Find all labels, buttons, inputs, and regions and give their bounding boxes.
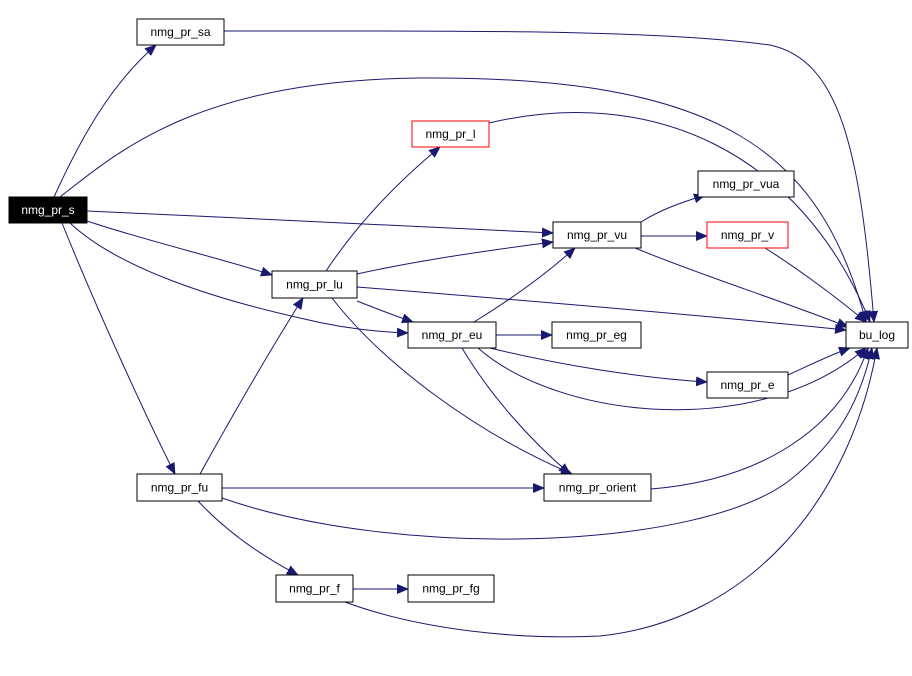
edge-nmg-pr-lu-to-nmg-pr-vu	[356, 238, 554, 275]
node-nmg-pr-s[interactable]: nmg_pr_s	[8, 196, 88, 224]
edge-nmg-pr-vu-to-nmg-pr-vua	[640, 193, 706, 223]
node-box	[706, 221, 789, 249]
node-box	[136, 18, 225, 46]
node-nmg-pr-vua[interactable]: nmg_pr_vua	[697, 170, 795, 198]
node-box	[845, 321, 909, 349]
edge-nmg-pr-s-to-bu-log	[59, 77, 868, 323]
node-box	[551, 321, 642, 349]
node-label: nmg_pr_fg	[422, 582, 479, 596]
node-box	[136, 473, 223, 502]
node-nmg-pr-eu[interactable]: nmg_pr_eu	[407, 321, 497, 349]
edge-nmg-pr-lu-to-bu-log	[356, 286, 847, 334]
edge-nmg-pr-e-to-bu-log	[787, 346, 851, 376]
edge-nmg-pr-lu-to-nmg-pr-orient	[331, 297, 573, 475]
node-label: nmg_pr_sa	[150, 25, 210, 39]
node-label: nmg_pr_e	[720, 378, 774, 392]
edge-nmg-pr-s-to-nmg-pr-vu	[86, 210, 554, 238]
node-label: nmg_pr_l	[425, 127, 475, 141]
node-box	[407, 321, 497, 349]
edge-nmg-pr-v-to-bu-log	[764, 247, 867, 323]
edge-nmg-pr-fu-to-nmg-pr-lu	[199, 297, 304, 475]
edge-nmg-pr-eu-to-nmg-pr-e	[489, 347, 708, 387]
node-nmg-pr-eg[interactable]: nmg_pr_eg	[551, 321, 642, 349]
node-nmg-pr-e[interactable]: nmg_pr_e	[706, 371, 789, 399]
node-box	[407, 574, 495, 603]
node-box	[706, 371, 789, 399]
node-label: nmg_pr_lu	[286, 278, 343, 292]
node-label: nmg_pr_v	[721, 228, 774, 242]
node-box	[552, 221, 642, 249]
node-label: nmg_pr_fu	[151, 481, 208, 495]
node-label: nmg_pr_orient	[559, 481, 637, 495]
edge-nmg-pr-s-to-nmg-pr-lu	[86, 220, 273, 277]
node-nmg-pr-fg[interactable]: nmg_pr_fg	[407, 574, 495, 603]
node-box	[275, 574, 354, 603]
node-nmg-pr-vu[interactable]: nmg_pr_vu	[552, 221, 642, 249]
node-box	[271, 270, 358, 299]
edge-nmg-pr-eu-to-bu-log	[477, 347, 867, 411]
edge-nmg-pr-f-to-bu-log	[344, 347, 880, 638]
node-box	[697, 170, 795, 198]
nodes-layer: nmg_pr_s nmg_pr_sa nmg_pr_l nmg_pr_vua nmg_p…	[8, 18, 909, 603]
edge-nmg-pr-s-to-nmg-pr-sa	[53, 44, 157, 198]
edge-nmg-pr-eu-to-nmg-pr-orient	[461, 347, 571, 475]
edge-nmg-pr-vu-to-bu-log	[634, 247, 849, 328]
edges-layer	[53, 30, 880, 638]
node-label: bu_log	[859, 328, 895, 342]
node-nmg-pr-lu[interactable]: nmg_pr_lu	[271, 270, 358, 299]
edge-nmg-pr-s-to-nmg-pr-fu	[61, 222, 176, 475]
node-nmg-pr-sa[interactable]: nmg_pr_sa	[136, 18, 225, 46]
node-bu-log[interactable]: bu_log	[845, 321, 909, 349]
edge-nmg-pr-fu-to-nmg-pr-f	[197, 500, 299, 576]
node-label: nmg_pr_s	[21, 203, 74, 217]
edge-nmg-pr-s-to-nmg-pr-eu	[69, 222, 409, 338]
node-label: nmg_pr_eg	[566, 328, 627, 342]
node-label: nmg_pr_f	[289, 582, 340, 596]
edge-nmg-pr-fu-to-bu-log	[221, 347, 875, 540]
node-label: nmg_pr_eu	[422, 328, 483, 342]
edge-nmg-pr-lu-to-nmg-pr-eu	[356, 300, 414, 324]
edge-nmg-pr-sa-to-bu-log	[223, 30, 879, 323]
node-nmg-pr-l[interactable]: nmg_pr_l	[411, 120, 490, 148]
node-nmg-pr-orient[interactable]: nmg_pr_orient	[543, 473, 652, 502]
edge-nmg-pr-lu-to-nmg-pr-l	[325, 146, 441, 272]
node-nmg-pr-f[interactable]: nmg_pr_f	[275, 574, 354, 603]
node-box	[8, 196, 88, 224]
node-label: nmg_pr_vua	[713, 177, 780, 191]
edge-nmg-pr-l-to-bu-log	[488, 112, 871, 323]
node-box	[411, 120, 490, 148]
node-nmg-pr-v[interactable]: nmg_pr_v	[706, 221, 789, 249]
node-box	[543, 473, 652, 502]
node-label: nmg_pr_vu	[567, 228, 627, 242]
edge-nmg-pr-orient-to-bu-log	[650, 347, 870, 490]
edge-nmg-pr-eu-to-nmg-pr-vu	[473, 247, 576, 323]
node-nmg-pr-fu[interactable]: nmg_pr_fu	[136, 473, 223, 502]
